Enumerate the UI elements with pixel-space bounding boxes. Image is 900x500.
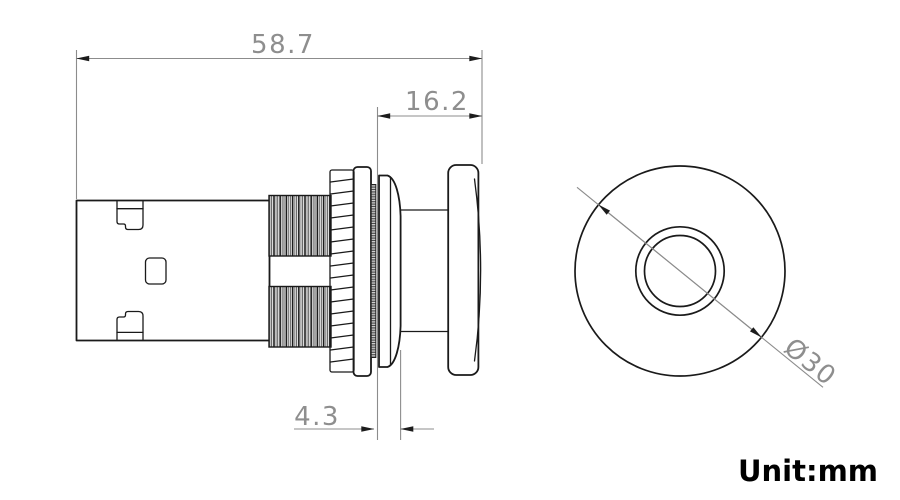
- dimension-label-panel-gap: 4.3: [294, 402, 340, 432]
- side-profile-view: [75, 164, 482, 377]
- dimension-label-head-length: 16.2: [405, 87, 469, 117]
- button-cap: [447, 164, 482, 376]
- dimension-head-length: 16.2: [376, 87, 483, 440]
- ring-nut-knurling: [329, 178, 355, 363]
- body-outline: [75, 199, 271, 342]
- lens-outer-circle: [634, 225, 726, 317]
- body-bottom-notch: [116, 310, 144, 341]
- thread-band-upper: [268, 194, 332, 257]
- front-bezel: [378, 174, 402, 368]
- ring-nut: [329, 169, 355, 373]
- unit-label: Unit:mm: [738, 454, 878, 488]
- flange-washer: [352, 166, 372, 377]
- dimension-label-head-diameter: Ø30: [778, 333, 842, 393]
- front-view: [574, 165, 786, 377]
- body-top-notch: [116, 200, 144, 231]
- serrated-washer: [370, 184, 377, 358]
- lens-inner-circle: [643, 234, 717, 308]
- dimension-total-length: 58.7: [75, 30, 483, 199]
- neck-lines: [399, 209, 449, 333]
- body-center-window: [144, 257, 167, 285]
- diameter-arrow-upper: [598, 204, 681, 272]
- dimension-label-total-length: 58.7: [251, 30, 315, 60]
- thread-band-lower: [268, 285, 332, 348]
- cap-outer-circle: [574, 165, 786, 377]
- button-cap-dome-arc: [473, 178, 482, 362]
- dimension-panel-gap: 4.3: [294, 350, 434, 440]
- diameter-arrow-lower: [679, 270, 762, 338]
